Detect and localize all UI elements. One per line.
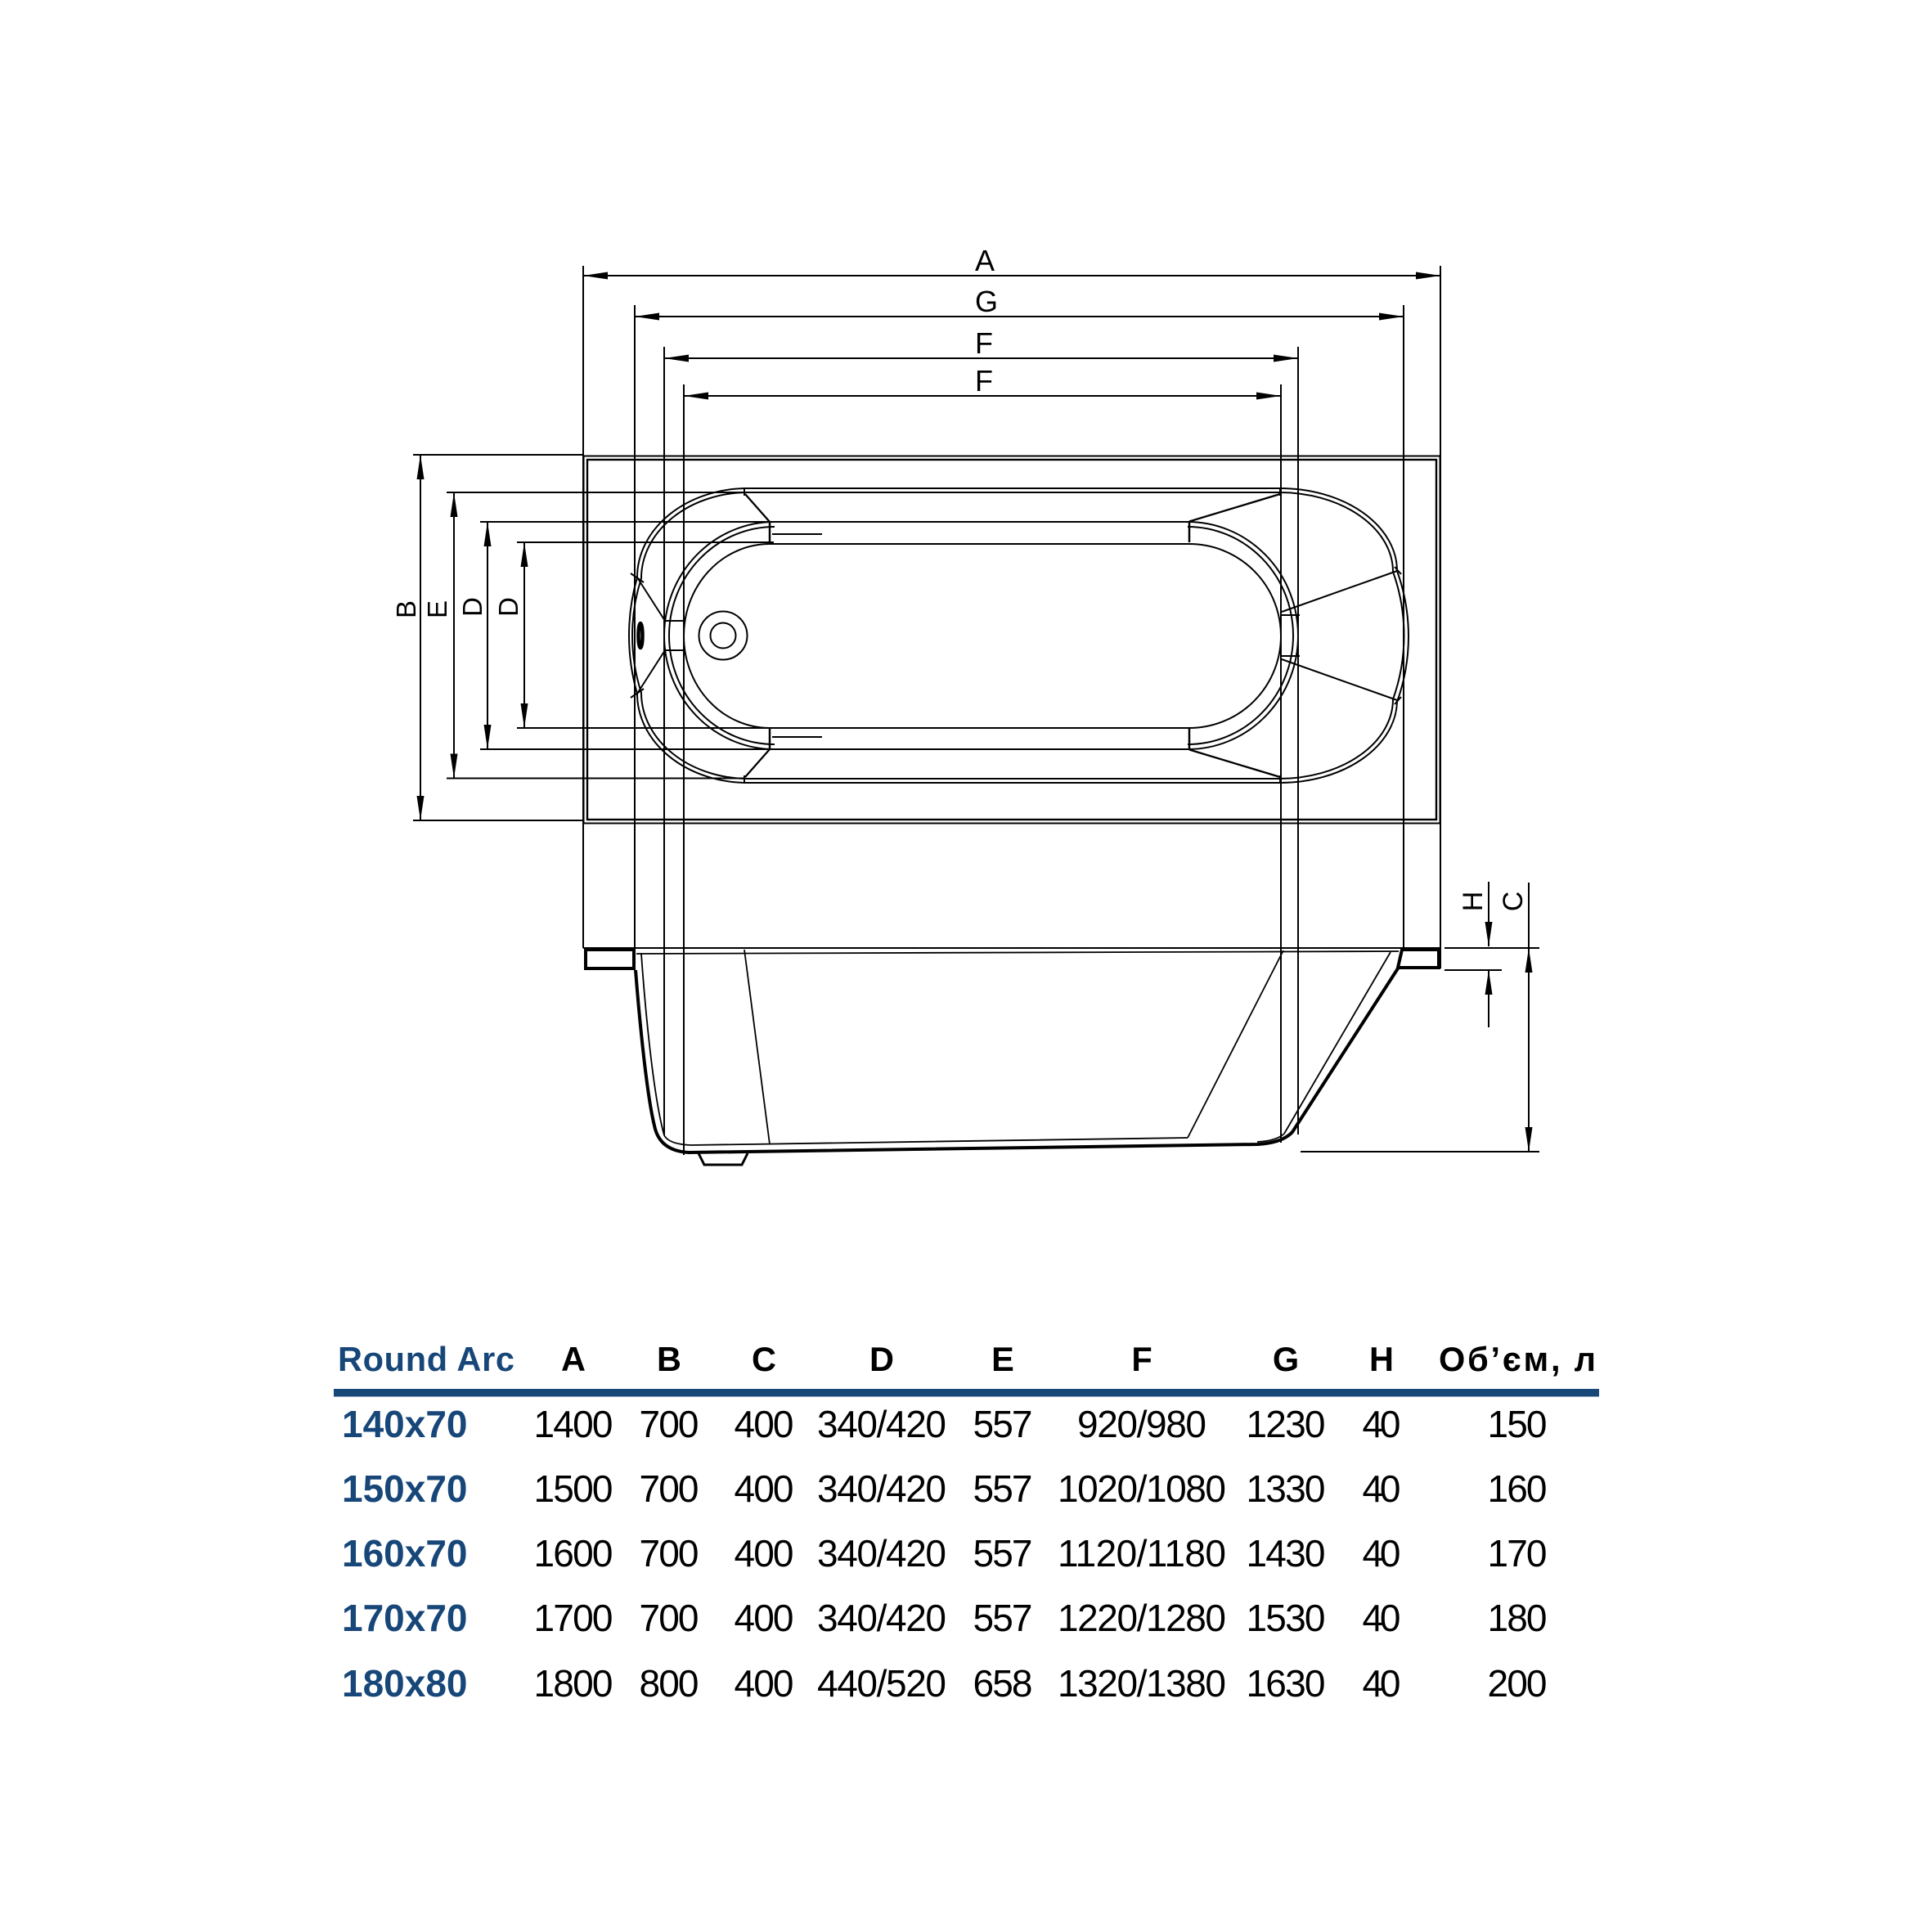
svg-text:E: E bbox=[422, 600, 452, 618]
svg-text:160: 160 bbox=[1488, 1467, 1548, 1510]
svg-text:1120/1180: 1120/1180 bbox=[1058, 1532, 1226, 1575]
svg-text:40: 40 bbox=[1363, 1403, 1401, 1445]
svg-text:G: G bbox=[975, 285, 998, 318]
svg-text:557: 557 bbox=[973, 1467, 1033, 1510]
svg-text:170x70: 170x70 bbox=[342, 1597, 468, 1639]
svg-text:400: 400 bbox=[735, 1662, 794, 1705]
svg-text:1220/1280: 1220/1280 bbox=[1058, 1597, 1226, 1639]
svg-text:180x80: 180x80 bbox=[342, 1662, 468, 1705]
svg-text:1800: 1800 bbox=[534, 1662, 613, 1705]
svg-text:557: 557 bbox=[973, 1597, 1033, 1639]
svg-text:1020/1080: 1020/1080 bbox=[1058, 1467, 1226, 1510]
svg-text:170: 170 bbox=[1488, 1532, 1548, 1575]
svg-text:180: 180 bbox=[1488, 1597, 1548, 1639]
svg-text:400: 400 bbox=[735, 1532, 794, 1575]
svg-text:40: 40 bbox=[1363, 1662, 1401, 1705]
svg-text:1530: 1530 bbox=[1247, 1597, 1326, 1639]
svg-text:G: G bbox=[1273, 1340, 1299, 1378]
svg-text:D: D bbox=[457, 597, 487, 617]
svg-text:1600: 1600 bbox=[534, 1532, 613, 1575]
svg-text:400: 400 bbox=[735, 1467, 794, 1510]
svg-text:400: 400 bbox=[735, 1597, 794, 1639]
svg-text:40: 40 bbox=[1363, 1532, 1401, 1575]
svg-text:A: A bbox=[975, 244, 995, 277]
svg-text:160x70: 160x70 bbox=[342, 1532, 468, 1575]
svg-text:340/420: 340/420 bbox=[817, 1403, 946, 1445]
svg-text:E: E bbox=[991, 1340, 1014, 1378]
svg-text:A: A bbox=[561, 1340, 586, 1378]
svg-text:700: 700 bbox=[640, 1597, 699, 1639]
svg-text:H: H bbox=[1369, 1340, 1394, 1378]
svg-text:440/520: 440/520 bbox=[817, 1662, 946, 1705]
svg-text:920/980: 920/980 bbox=[1077, 1403, 1206, 1445]
svg-text:Round Arc: Round Arc bbox=[338, 1340, 514, 1378]
svg-text:658: 658 bbox=[973, 1662, 1033, 1705]
svg-text:F: F bbox=[975, 364, 993, 398]
svg-text:1400: 1400 bbox=[534, 1403, 613, 1445]
svg-text:200: 200 bbox=[1488, 1662, 1548, 1705]
svg-text:557: 557 bbox=[973, 1532, 1033, 1575]
svg-text:700: 700 bbox=[640, 1403, 699, 1445]
svg-text:140x70: 140x70 bbox=[342, 1403, 468, 1445]
svg-text:1700: 1700 bbox=[534, 1597, 613, 1639]
svg-text:B: B bbox=[391, 600, 421, 618]
svg-text:340/420: 340/420 bbox=[817, 1467, 946, 1510]
svg-text:F: F bbox=[975, 326, 993, 360]
svg-text:150x70: 150x70 bbox=[342, 1467, 468, 1510]
svg-text:340/420: 340/420 bbox=[817, 1532, 946, 1575]
svg-text:1230: 1230 bbox=[1247, 1403, 1326, 1445]
svg-text:1320/1380: 1320/1380 bbox=[1058, 1662, 1226, 1705]
svg-text:H: H bbox=[1458, 892, 1489, 912]
svg-text:150: 150 bbox=[1488, 1403, 1548, 1445]
svg-text:F: F bbox=[1131, 1340, 1152, 1378]
svg-text:340/420: 340/420 bbox=[817, 1597, 946, 1639]
svg-text:557: 557 bbox=[973, 1403, 1033, 1445]
svg-text:D: D bbox=[869, 1340, 894, 1378]
svg-text:700: 700 bbox=[640, 1532, 699, 1575]
svg-text:1500: 1500 bbox=[534, 1467, 613, 1510]
svg-text:400: 400 bbox=[735, 1403, 794, 1445]
svg-text:1430: 1430 bbox=[1247, 1532, 1326, 1575]
svg-text:1330: 1330 bbox=[1247, 1467, 1326, 1510]
svg-text:C: C bbox=[752, 1340, 776, 1378]
svg-text:C: C bbox=[1498, 892, 1529, 912]
svg-text:700: 700 bbox=[640, 1467, 699, 1510]
svg-text:Об’єм, л: Об’єм, л bbox=[1439, 1340, 1596, 1378]
svg-text:B: B bbox=[657, 1340, 681, 1378]
svg-text:800: 800 bbox=[640, 1662, 699, 1705]
svg-text:1630: 1630 bbox=[1247, 1662, 1326, 1705]
svg-text:40: 40 bbox=[1363, 1597, 1401, 1639]
svg-text:40: 40 bbox=[1363, 1467, 1401, 1510]
svg-text:D: D bbox=[493, 597, 523, 617]
